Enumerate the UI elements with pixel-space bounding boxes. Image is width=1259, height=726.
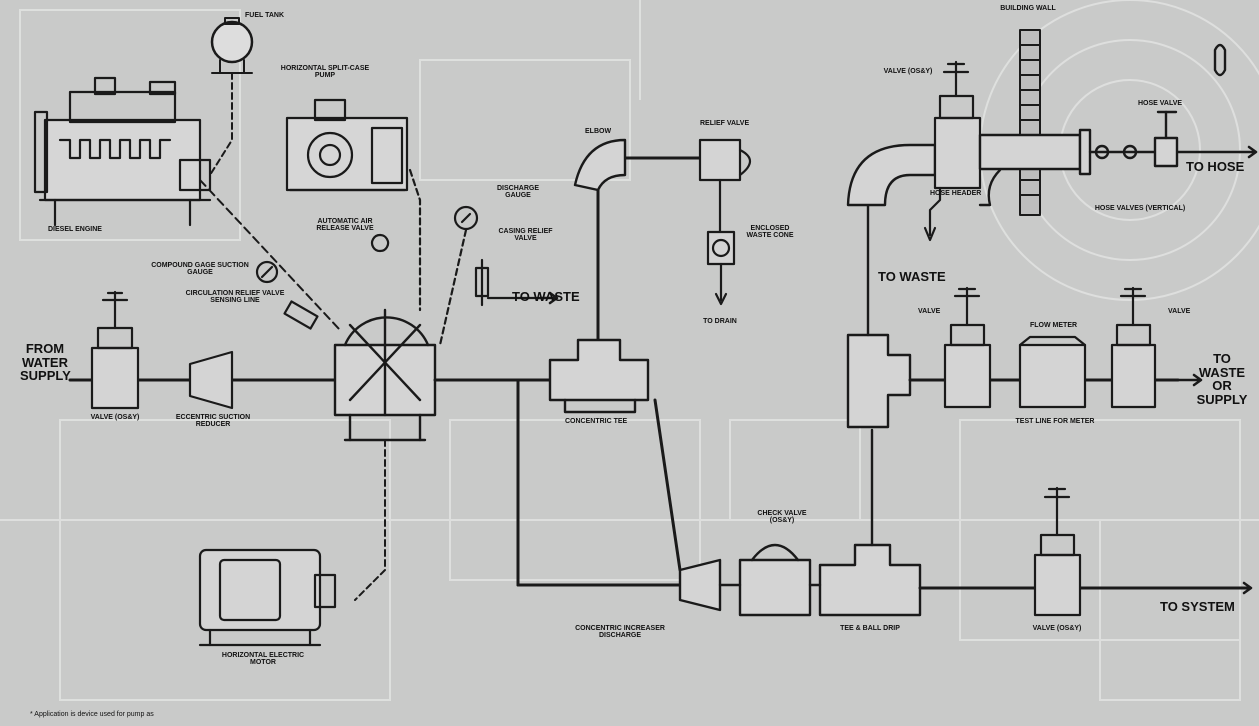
check-valve	[718, 543, 812, 617]
diesel-engine	[33, 76, 341, 331]
label-check-valve: CHECK VALVE (OS&Y)	[757, 510, 807, 525]
pump-body	[333, 308, 437, 442]
label-waste-cone: ENCLOSED WASTE CONE	[746, 225, 794, 240]
label-to-hose: TO HOSE	[1186, 159, 1245, 174]
label-to-waste-1: TO WASTE	[512, 289, 580, 304]
label-relief-sensing: CIRCULATION RELIEF VALVE SENSING LINE	[185, 290, 285, 305]
valve-5	[1110, 286, 1157, 409]
label-from-supply: FROM WATER SUPPLY	[20, 341, 71, 384]
label-hose-valve: HOSE VALVE	[1137, 100, 1183, 107]
building-wall	[1019, 29, 1041, 216]
label-relief-valve: RELIEF VALVE	[700, 120, 750, 127]
flow-arrows	[538, 145, 1258, 595]
waste-supply-line-3: OR	[1212, 378, 1232, 394]
label-tee-ball-drip: TEE & BALL DRIP	[840, 625, 900, 632]
discharge-gauge	[438, 205, 542, 347]
label-valve-osy-1: VALVE (OS&Y)	[90, 414, 140, 421]
label-flow-meter: FLOW METER	[1030, 322, 1078, 329]
waste-supply-line-2: WASTE	[1198, 364, 1246, 380]
label-electric-motor: HORIZONTAL ELECTRIC MOTOR	[221, 652, 305, 667]
label-fuel-tank: FUEL TANK	[245, 12, 285, 19]
label-to-waste-or-supply: TO WASTE OR SUPPLY	[1192, 352, 1252, 407]
fuel-tank	[209, 17, 254, 176]
waste-supply-line-4: SUPPLY	[1196, 391, 1248, 407]
label-suction-gauge: COMPOUND GAGE SUCTION GAUGE	[151, 262, 249, 277]
concentric-tee	[548, 338, 650, 414]
label-valve-osy-3: VALVE (OS&Y)	[883, 68, 933, 75]
label-building-wall: BUILDING WALL	[1000, 5, 1056, 12]
label-valve-4: VALVE	[918, 308, 941, 315]
valve-osy-2	[1033, 486, 1082, 617]
tee-ball-drip	[808, 428, 922, 617]
label-test-line: TEST LINE FOR METER	[1015, 418, 1095, 425]
label-casing-relief: CASING RELIEF VALVE	[498, 228, 553, 243]
hose-header-pipe	[978, 43, 1242, 207]
relief-valve	[698, 138, 752, 306]
label-to-drain: TO DRAIN	[703, 318, 737, 325]
waste-supply-line-1: TO	[1213, 351, 1231, 366]
label-eccentric-reducer: ECCENTRIC SUCTION REDUCER	[175, 414, 251, 429]
footnote: * Application is device used for pump as	[30, 711, 154, 718]
label-to-system: TO SYSTEM	[1160, 599, 1235, 614]
label-to-waste-2: TO WASTE	[878, 269, 946, 284]
discharge-piping	[433, 156, 702, 587]
air-release-assembly	[285, 98, 422, 312]
label-hose-valves-note: HOSE VALVES (VERTICAL)	[1094, 205, 1186, 212]
hose-header-tee	[846, 143, 947, 429]
label-diesel-engine: DIESEL ENGINE	[48, 226, 102, 233]
label-air-release: AUTOMATIC AIR RELEASE VALVE	[316, 218, 374, 233]
eccentric-reducer	[188, 350, 234, 410]
label-valve-5: VALVE	[1168, 308, 1191, 315]
from-line-2: WATER	[22, 354, 68, 370]
label-tee: CONCENTRIC TEE	[565, 418, 628, 425]
flow-meter	[1018, 335, 1087, 409]
elbow	[573, 138, 627, 192]
label-elbow: ELBOW	[585, 128, 612, 135]
suction-gauge	[255, 260, 319, 330]
label-valve-osy-2: VALVE (OS&Y)	[1032, 625, 1082, 632]
from-line-1: FROM	[25, 341, 65, 356]
increaser	[678, 558, 722, 612]
label-horizontal-pump: HORIZONTAL SPLIT-CASE PUMP	[280, 65, 370, 80]
from-line-3: SUPPLY	[20, 368, 71, 384]
label-hose-header: HOSE HEADER	[930, 190, 982, 197]
electric-motor	[198, 548, 337, 647]
valve-osy-1	[90, 290, 140, 410]
valve-4	[943, 286, 992, 409]
valve-osy-3	[923, 60, 982, 242]
label-increaser: CONCENTRIC INCREASER DISCHARGE	[575, 625, 665, 640]
motor-link	[354, 439, 386, 601]
label-discharge-gauge: DISCHARGE GAUGE	[496, 185, 539, 200]
